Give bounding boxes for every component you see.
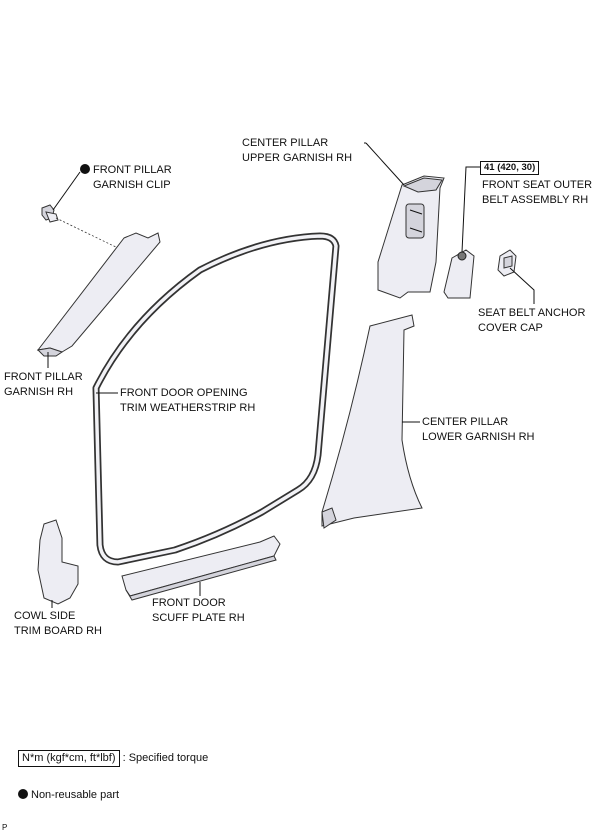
label-center-pillar-lower-garnish: CENTER PILLAR LOWER GARNISH RH	[422, 416, 535, 443]
label-center-pillar-upper-garnish: CENTER PILLAR UPPER GARNISH RH	[242, 137, 353, 164]
cowl-side-trim-board-part	[37, 519, 79, 605]
non-reusable-dot-icon	[80, 164, 90, 174]
label-cowl-side-trim-board: COWL SIDE TRIM BOARD RH	[14, 610, 102, 637]
center-pillar-upper-garnish-part	[377, 175, 445, 299]
non-reusable-dot-icon	[18, 789, 28, 799]
corner-mark: P	[2, 823, 8, 832]
label-front-pillar-garnish-clip: FRONT PILLAR GARNISH CLIP	[80, 163, 172, 193]
center-pillar-lower-garnish-part	[321, 314, 423, 529]
legend-torque: N*m (kgf*cm, ft*lbf) : Specified torque	[18, 750, 208, 767]
legend-torque-unit-box: N*m (kgf*cm, ft*lbf)	[18, 750, 120, 767]
front-pillar-garnish-part	[36, 232, 161, 357]
label-front-pillar-garnish: FRONT PILLAR GARNISH RH	[4, 371, 83, 398]
torque-value-box: 41 (420, 30)	[480, 161, 540, 175]
front-pillar-garnish-clip-part	[41, 204, 59, 223]
front-seat-outer-belt-part	[443, 249, 475, 299]
front-door-weatherstrip-part	[92, 232, 340, 566]
label-front-door-opening-weatherstrip: FRONT DOOR OPENING TRIM WEATHERSTRIP RH	[120, 387, 256, 414]
leader-lines	[47, 142, 535, 608]
seat-belt-anchor-cover-cap-part	[497, 249, 517, 277]
legend-non-reusable: Non-reusable part	[18, 788, 119, 803]
front-door-scuff-plate-part	[121, 535, 281, 601]
clip-dashed-guide	[55, 217, 123, 251]
label-seat-belt-anchor-cover-cap: SEAT BELT ANCHOR COVER CAP	[478, 307, 586, 334]
label-front-seat-outer-belt: FRONT SEAT OUTER BELT ASSEMBLY RH	[482, 179, 593, 206]
label-front-door-scuff-plate: FRONT DOOR SCUFF PLATE RH	[152, 597, 245, 624]
